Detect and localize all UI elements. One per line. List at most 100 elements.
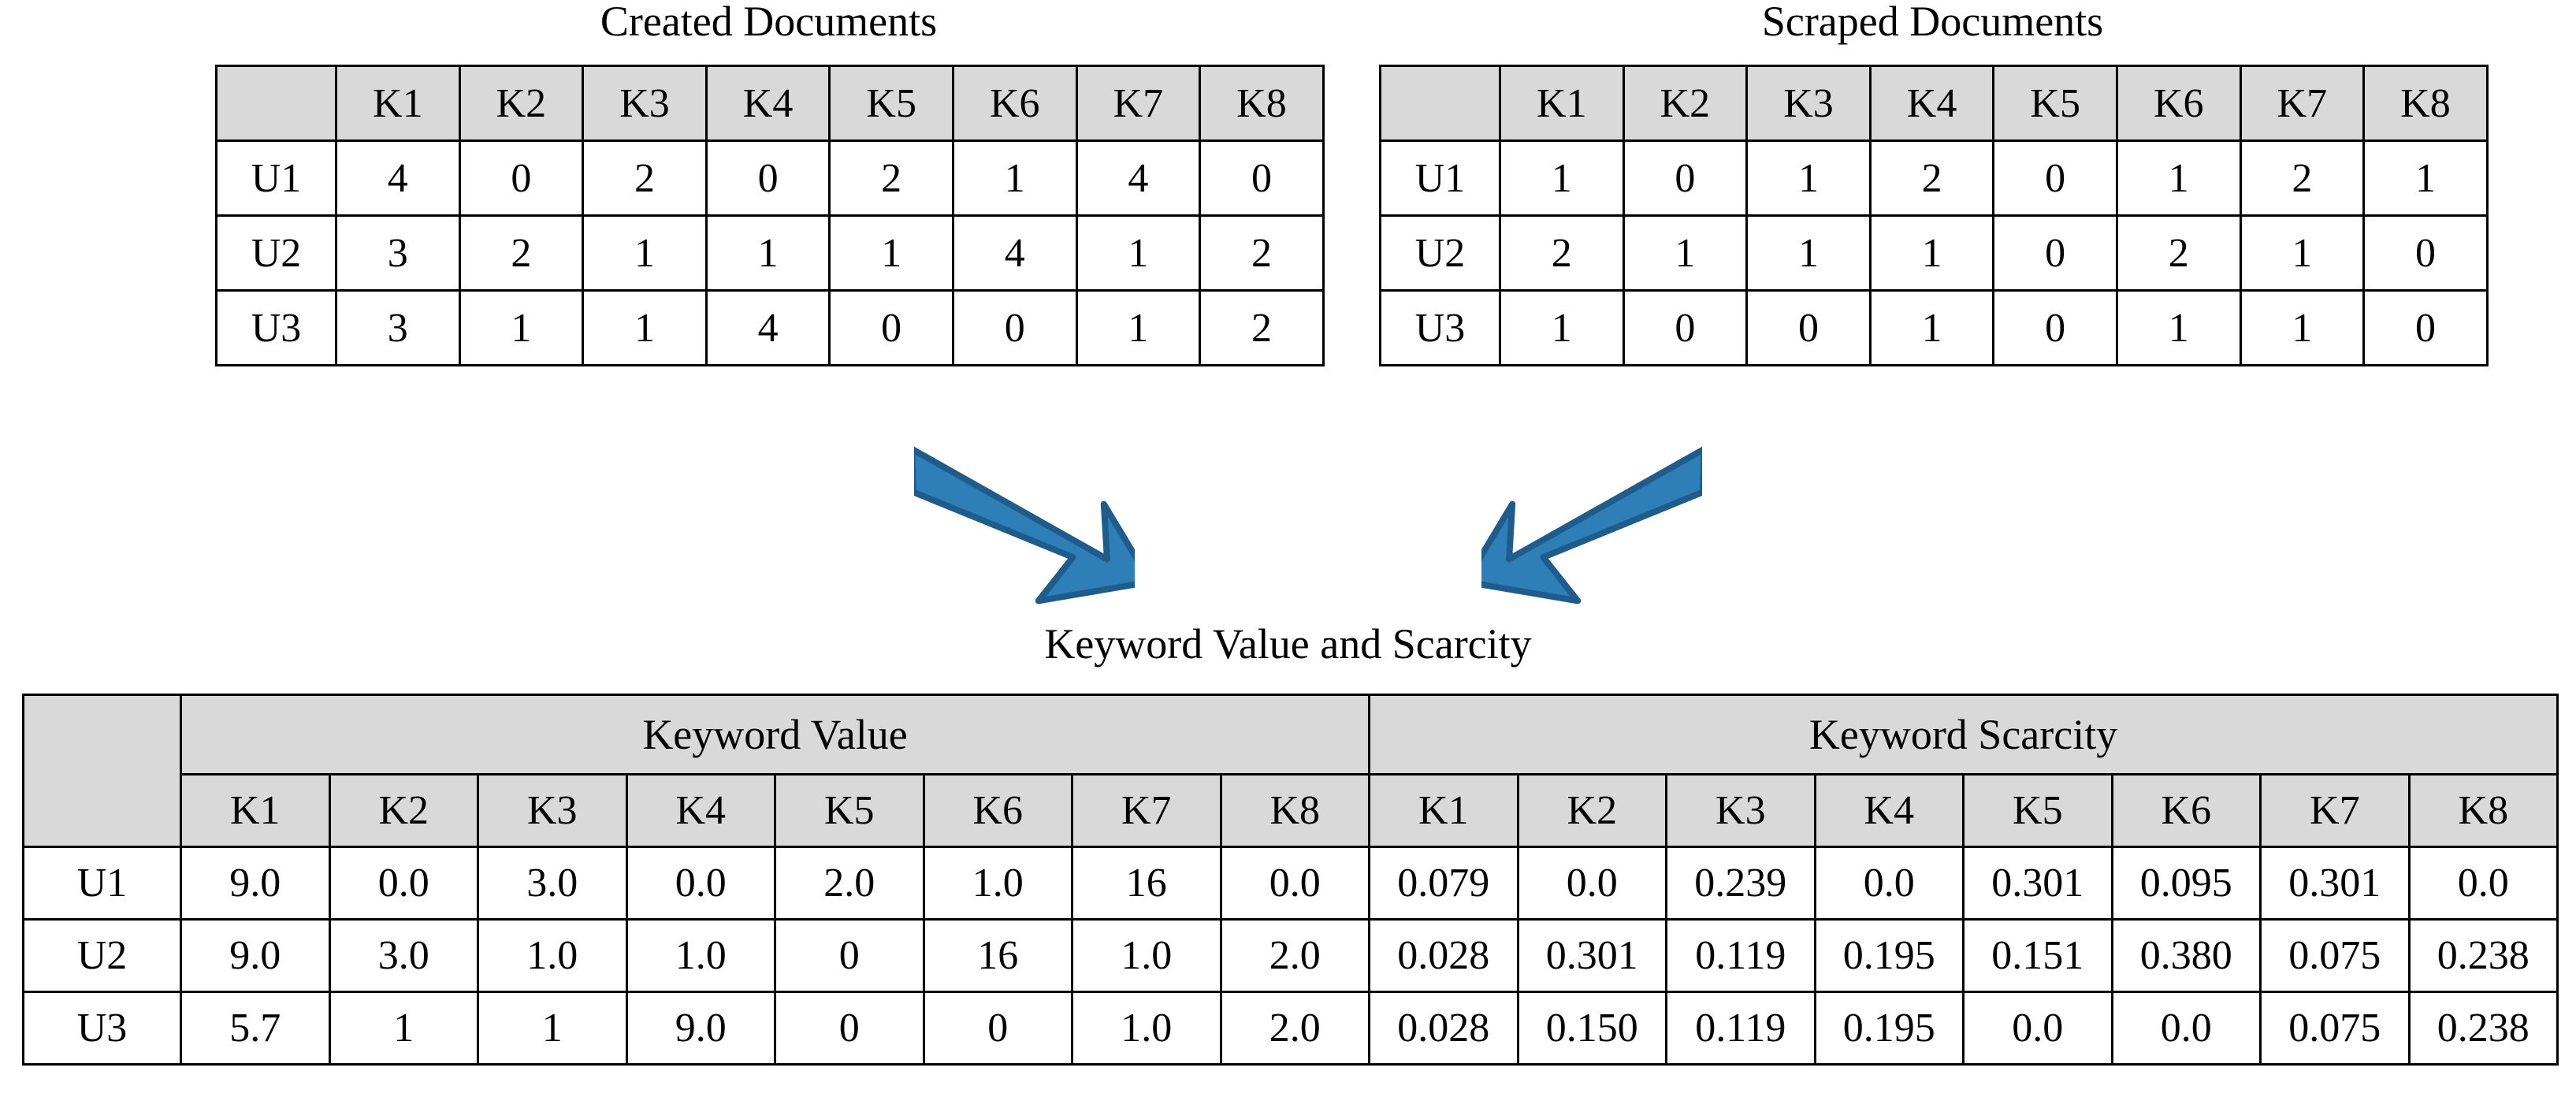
row-label: U2 xyxy=(215,214,337,292)
cell: 0 xyxy=(922,991,1073,1066)
value-column-header-k2: K2 xyxy=(328,773,479,848)
cell: 1 xyxy=(951,139,1078,217)
value-column-header-k1: K1 xyxy=(180,773,331,848)
cell: 2 xyxy=(1199,214,1325,292)
cell: 2.0 xyxy=(1219,918,1371,993)
column-header-k1: K1 xyxy=(335,65,461,142)
cell: 0.0 xyxy=(1962,991,2113,1066)
row-label: U1 xyxy=(22,846,182,921)
cell: 0.0 xyxy=(1516,846,1668,921)
cell: 1 xyxy=(2239,214,2366,292)
cell: 3.0 xyxy=(477,846,628,921)
cell: 1.0 xyxy=(922,846,1073,921)
row-label: U1 xyxy=(1379,139,1501,217)
table-header-row: K1 K2 K3 K4 K5 K6 K7 K8 xyxy=(215,65,1325,142)
cell: 1 xyxy=(582,289,708,366)
cell: 0.0 xyxy=(2110,991,2262,1066)
cell: 5.7 xyxy=(180,991,331,1066)
cell: 0 xyxy=(1992,289,2118,366)
cell: 1.0 xyxy=(1071,991,1222,1066)
cell: 0 xyxy=(774,918,925,993)
scarcity-column-header-k8: K8 xyxy=(2407,773,2559,848)
scarcity-column-header-k6: K6 xyxy=(2110,773,2262,848)
cell: 0.095 xyxy=(2110,846,2262,921)
value-column-header-k6: K6 xyxy=(922,773,1073,848)
column-header-k2: K2 xyxy=(458,65,585,142)
scarcity-column-header-k4: K4 xyxy=(1813,773,1965,848)
column-header-k4: K4 xyxy=(1868,65,1995,142)
cell: 4 xyxy=(1075,139,1202,217)
cell: 0 xyxy=(951,289,1078,366)
value-column-header-k3: K3 xyxy=(477,773,628,848)
cell: 1 xyxy=(1745,214,1872,292)
top-tables-row: Created Documents K1 K2 K3 K4 K5 K6 K7 K… xyxy=(0,0,2576,410)
cell: 1 xyxy=(1075,289,1202,366)
corner-cell xyxy=(215,65,337,142)
created-documents-block: Created Documents K1 K2 K3 K4 K5 K6 K7 K… xyxy=(215,0,1325,366)
cell: 2 xyxy=(1868,139,1995,217)
scarcity-column-header-k2: K2 xyxy=(1516,773,1668,848)
corner-cell xyxy=(22,694,182,848)
cell: 1.0 xyxy=(477,918,628,993)
cell: 0.150 xyxy=(1516,991,1668,1066)
cell: 16 xyxy=(922,918,1073,993)
cell: 1 xyxy=(2362,139,2489,217)
column-header-k8: K8 xyxy=(1199,65,1325,142)
cell: 2 xyxy=(582,139,708,217)
cell: 1 xyxy=(1868,289,1995,366)
cell: 4 xyxy=(335,139,461,217)
column-header-k5: K5 xyxy=(1992,65,2118,142)
cell: 0.301 xyxy=(1962,846,2113,921)
cell: 0 xyxy=(1622,289,1749,366)
column-header-k1: K1 xyxy=(1499,65,1625,142)
cell: 0.119 xyxy=(1665,918,1816,993)
value-column-header-k7: K7 xyxy=(1071,773,1222,848)
created-documents-table: K1 K2 K3 K4 K5 K6 K7 K8 U1 4 0 2 0 2 xyxy=(215,65,1325,366)
cell: 1 xyxy=(1745,139,1872,217)
cell: 0.238 xyxy=(2407,991,2559,1066)
column-header-k7: K7 xyxy=(2239,65,2366,142)
scarcity-column-header-k3: K3 xyxy=(1665,773,1816,848)
cell: 0 xyxy=(458,139,585,217)
column-header-k4: K4 xyxy=(704,65,831,142)
created-documents-title: Created Documents xyxy=(600,0,938,45)
cell: 0.195 xyxy=(1813,918,1965,993)
cell: 9.0 xyxy=(625,991,776,1066)
row-label: U1 xyxy=(215,139,337,217)
cell: 0 xyxy=(1992,214,2118,292)
cell: 0.0 xyxy=(328,846,479,921)
cell: 1 xyxy=(1499,289,1625,366)
cell: 0.0 xyxy=(1219,846,1371,921)
scraped-documents-block: Scraped Documents K1 K2 K3 K4 K5 K6 K7 K… xyxy=(1379,0,2489,366)
cell: 0.0 xyxy=(625,846,776,921)
row-label: U3 xyxy=(22,991,182,1066)
cell: 3 xyxy=(335,214,461,292)
cell: 0.301 xyxy=(1516,918,1668,993)
cell: 1 xyxy=(2115,289,2242,366)
table-row: U3 5.7 1 1 9.0 0 0 1.0 2.0 0.028 0.150 0… xyxy=(22,991,2559,1066)
column-header-k6: K6 xyxy=(2115,65,2242,142)
scraped-documents-table: K1 K2 K3 K4 K5 K6 K7 K8 U1 1 0 1 2 0 xyxy=(1379,65,2489,366)
cell: 0 xyxy=(1992,139,2118,217)
cell: 1.0 xyxy=(1071,918,1222,993)
cell: 2 xyxy=(2239,139,2366,217)
cell: 16 xyxy=(1071,846,1222,921)
row-label: U2 xyxy=(1379,214,1501,292)
group-header-row: Keyword Value Keyword Scarcity xyxy=(22,694,2559,848)
table-row: U3 3 1 1 4 0 0 1 2 xyxy=(215,289,1325,366)
table-row: U1 1 0 1 2 0 1 2 1 xyxy=(1379,139,2489,217)
cell: 0 xyxy=(1745,289,1872,366)
cell: 1 xyxy=(458,289,585,366)
cell: 2 xyxy=(1499,214,1625,292)
table-row: U2 2 1 1 1 0 2 1 0 xyxy=(1379,214,2489,292)
scarcity-column-header-k1: K1 xyxy=(1368,773,1519,848)
group-header-keyword-value: Keyword Value xyxy=(179,694,1371,776)
combined-table-wrap: Keyword Value Keyword Scarcity K1 K2 K3 … xyxy=(22,694,2559,1066)
table-row: U3 1 0 0 1 0 1 1 0 xyxy=(1379,289,2489,366)
scraped-documents-title: Scraped Documents xyxy=(1761,0,2104,45)
column-header-k5: K5 xyxy=(828,65,954,142)
column-header-k3: K3 xyxy=(1745,65,1872,142)
cell: 2 xyxy=(828,139,954,217)
cell: 1 xyxy=(1075,214,1202,292)
cell: 1.0 xyxy=(625,918,776,993)
